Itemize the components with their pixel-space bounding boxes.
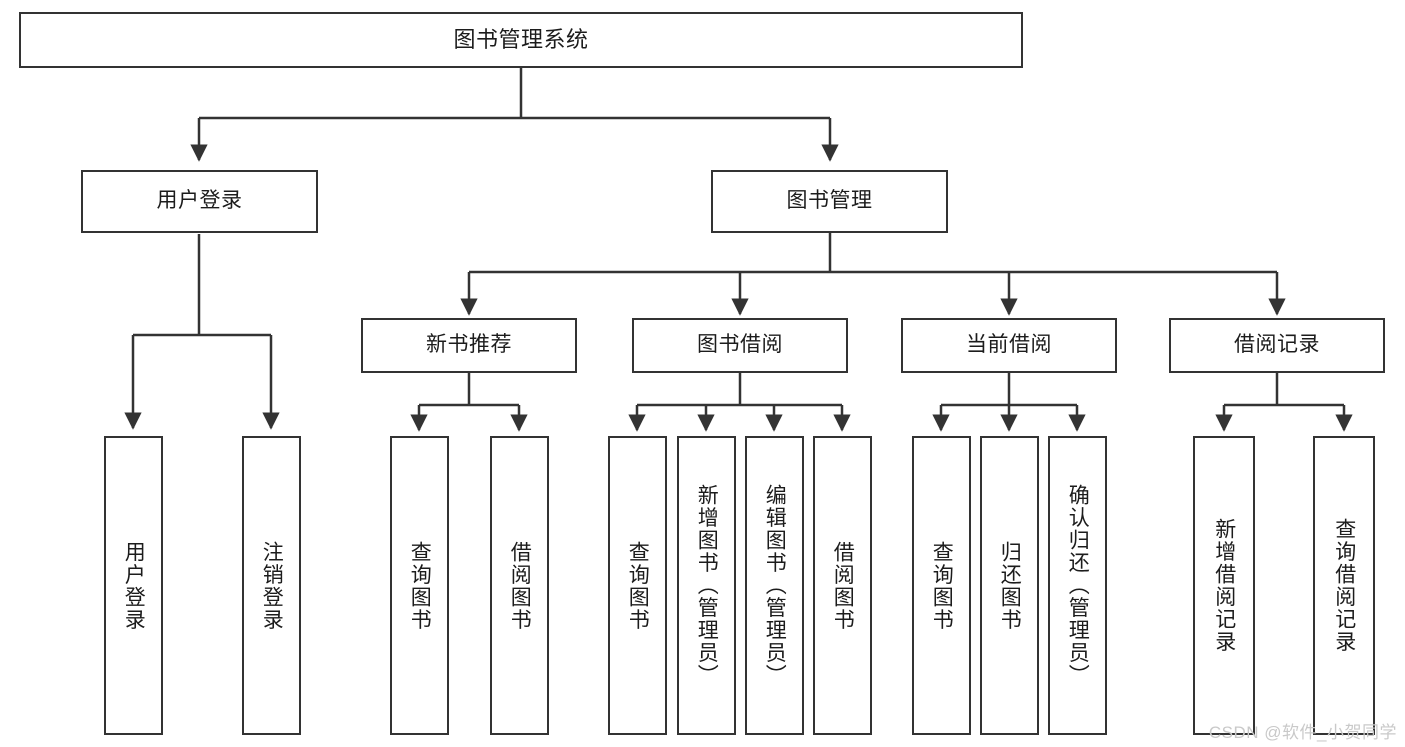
node-leaf-borrow-book-1-label: 借阅图书 [508, 540, 532, 631]
node-leaf-add-record-label: 新增借阅记录 [1212, 518, 1236, 653]
node-leaf-query-book-2-label: 查询图书 [626, 540, 650, 631]
csdn-watermark: CSDN @软件_小贺同学 [1208, 723, 1397, 742]
node-book-borrow[interactable]: 图书借阅 [632, 318, 848, 373]
node-leaf-query-book-1[interactable]: 查询图书 [390, 436, 449, 735]
node-user-login[interactable]: 用户登录 [81, 170, 318, 233]
node-borrow-record-label: 借阅记录 [1234, 333, 1320, 357]
node-leaf-confirm-return-label: 确认归还（管理员） [1066, 484, 1090, 687]
node-leaf-return-book-label: 归还图书 [998, 540, 1022, 631]
node-leaf-query-record[interactable]: 查询借阅记录 [1313, 436, 1375, 735]
node-book-borrow-label: 图书借阅 [697, 333, 783, 357]
node-leaf-borrow-book-2-label: 借阅图书 [831, 540, 855, 631]
node-leaf-edit-book-label: 编辑图书（管理员） [763, 484, 787, 687]
node-leaf-user-login[interactable]: 用户登录 [104, 436, 163, 735]
node-leaf-query-book-1-label: 查询图书 [408, 540, 432, 631]
node-current-borrow-label: 当前借阅 [966, 333, 1052, 357]
node-new-book-recommend[interactable]: 新书推荐 [361, 318, 577, 373]
node-leaf-query-record-label: 查询借阅记录 [1332, 518, 1356, 653]
node-borrow-record[interactable]: 借阅记录 [1169, 318, 1385, 373]
node-leaf-borrow-book-1[interactable]: 借阅图书 [490, 436, 549, 735]
node-leaf-query-book-2[interactable]: 查询图书 [608, 436, 667, 735]
node-book-manage[interactable]: 图书管理 [711, 170, 948, 233]
node-leaf-borrow-book-2[interactable]: 借阅图书 [813, 436, 872, 735]
node-leaf-add-book[interactable]: 新增图书（管理员） [677, 436, 736, 735]
node-book-manage-label: 图书管理 [786, 189, 873, 213]
node-user-login-label: 用户登录 [156, 189, 243, 213]
node-current-borrow[interactable]: 当前借阅 [901, 318, 1117, 373]
node-root[interactable]: 图书管理系统 [19, 12, 1023, 68]
node-leaf-return-book[interactable]: 归还图书 [980, 436, 1039, 735]
node-leaf-confirm-return[interactable]: 确认归还（管理员） [1048, 436, 1107, 735]
node-leaf-user-logout-label: 注销登录 [260, 540, 284, 631]
node-leaf-query-book-3-label: 查询图书 [930, 540, 954, 631]
node-leaf-edit-book[interactable]: 编辑图书（管理员） [745, 436, 804, 735]
node-root-label: 图书管理系统 [453, 27, 589, 53]
node-leaf-user-login-label: 用户登录 [122, 540, 146, 631]
node-leaf-query-book-3[interactable]: 查询图书 [912, 436, 971, 735]
node-leaf-user-logout[interactable]: 注销登录 [242, 436, 301, 735]
node-leaf-add-record[interactable]: 新增借阅记录 [1193, 436, 1255, 735]
node-leaf-add-book-label: 新增图书（管理员） [695, 484, 719, 687]
node-new-book-recommend-label: 新书推荐 [426, 333, 512, 357]
